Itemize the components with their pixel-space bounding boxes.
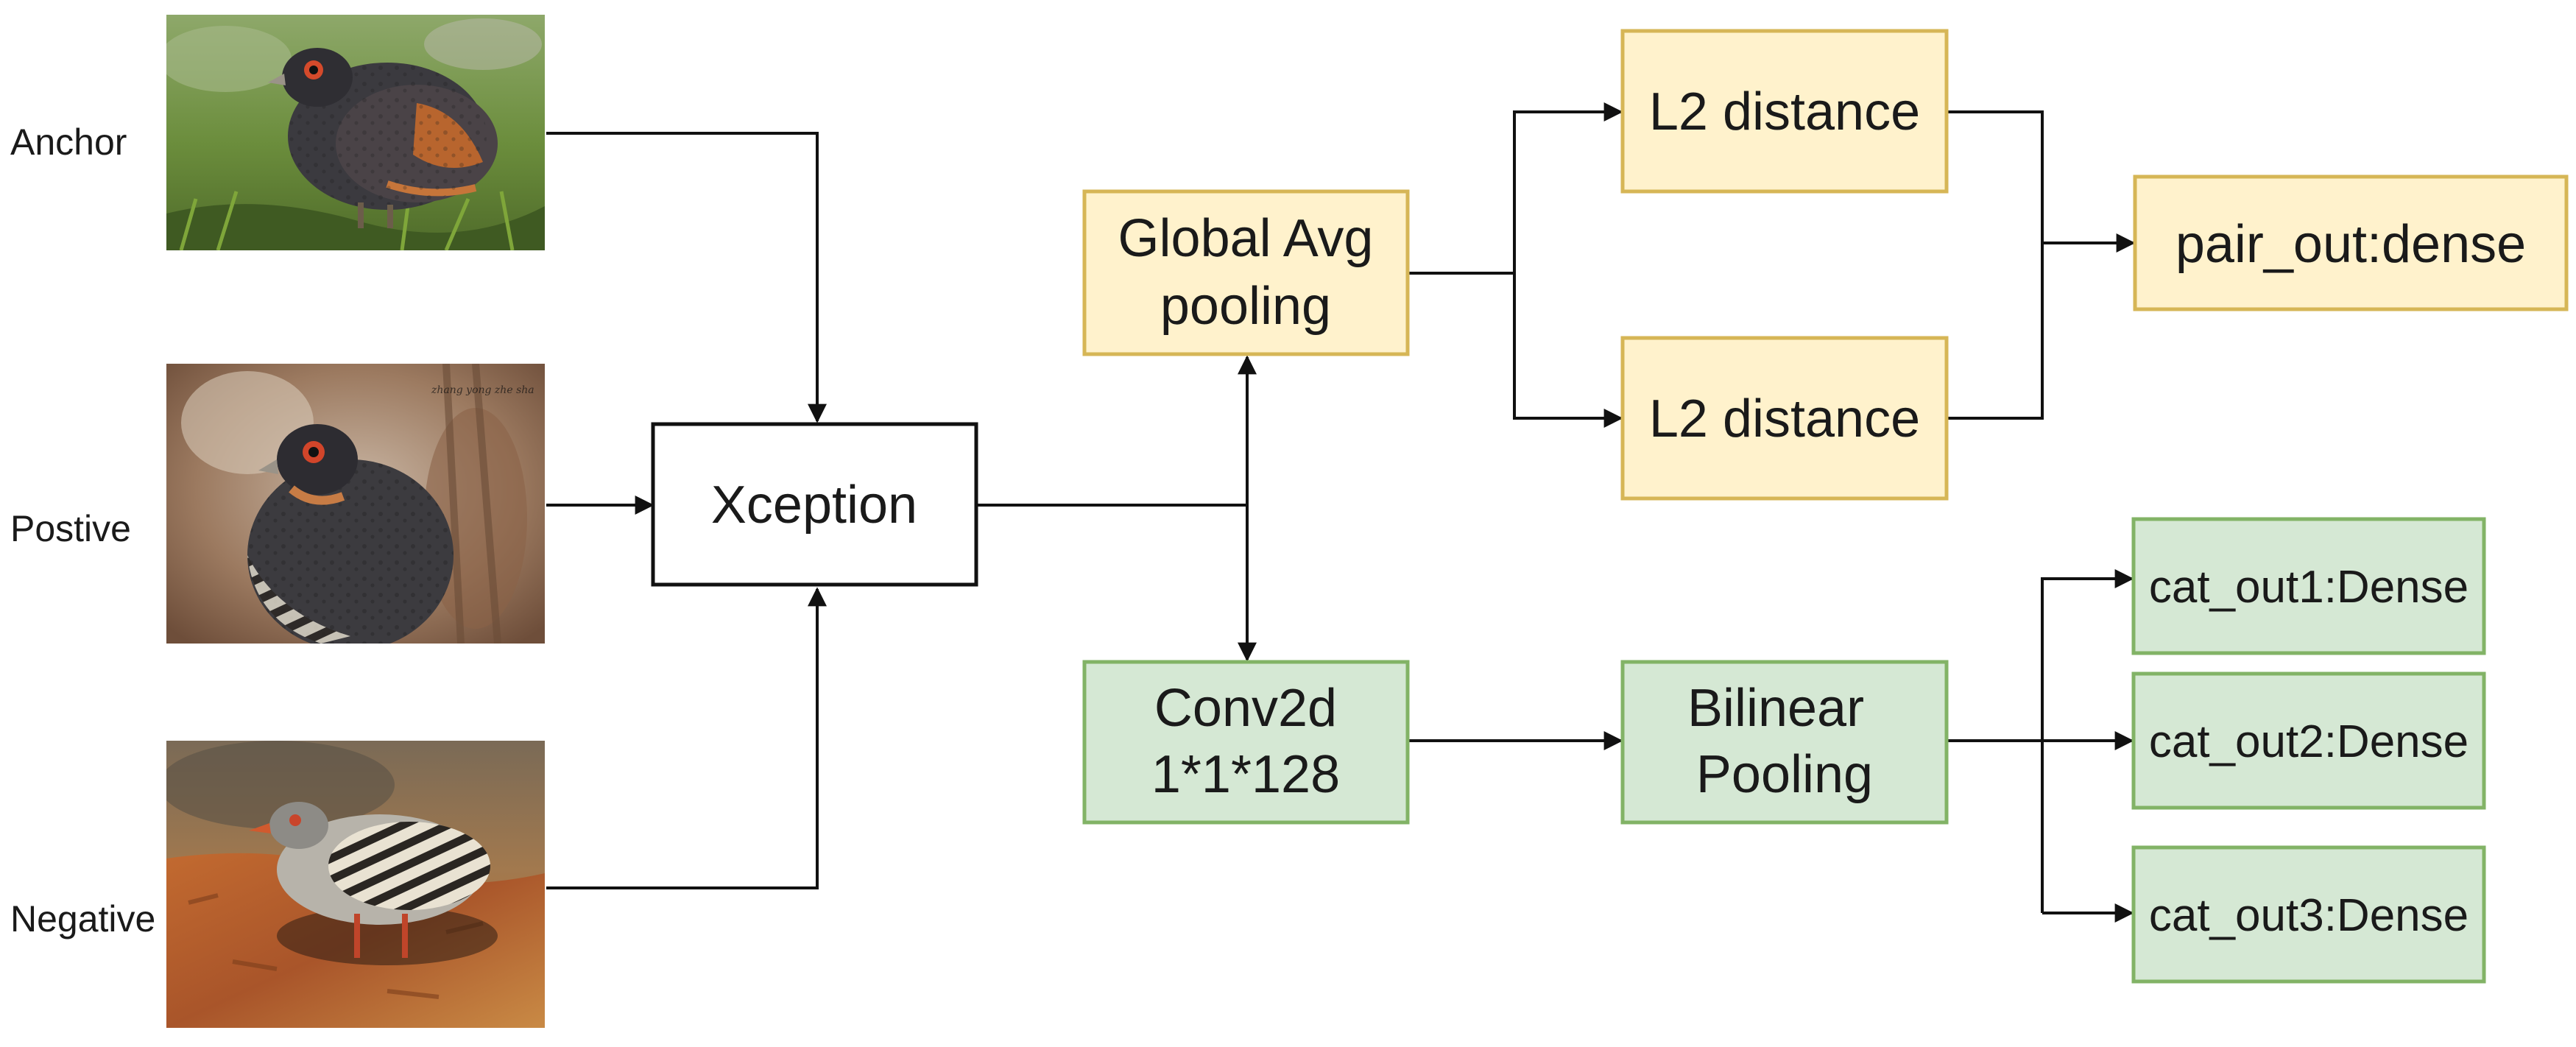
- gap-label-line1: Global Avg: [1118, 209, 1374, 268]
- l2-bottom-label: L2 distance: [1649, 389, 1920, 448]
- cat-out3-node: cat_out3:Dense: [2131, 845, 2486, 984]
- conv-label-line2: 1*1*128: [1151, 745, 1340, 804]
- conv-label-line1: Conv2d: [1154, 679, 1337, 738]
- bilinear-label-line2: Pooling: [1696, 745, 1873, 804]
- edge-gap-l2-top: [1513, 102, 1623, 273]
- conv2d-node: Conv2d 1*1*128: [1082, 660, 1410, 825]
- positive-image: zhang yong zhe sha: [166, 364, 545, 644]
- edges: [546, 102, 2136, 923]
- negative-image: [166, 741, 545, 1028]
- edge-l2-top-merge: [1948, 110, 2044, 420]
- cat-out1-label: cat_out1:Dense: [2149, 562, 2469, 613]
- negative-label: Negative: [10, 898, 155, 940]
- anchor-label: Anchor: [10, 121, 127, 163]
- edge-negative-xception: [546, 587, 827, 889]
- pair-out-node: pair_out:dense: [2133, 174, 2569, 311]
- pair-out-label: pair_out:dense: [2176, 215, 2526, 274]
- global-avg-pooling-node: Global Avg pooling: [1082, 189, 1410, 356]
- edge-anchor-xception: [546, 132, 827, 423]
- gap-label-line2: pooling: [1160, 277, 1331, 336]
- positive-label: Postive: [10, 508, 131, 549]
- xception-label: Xception: [711, 476, 917, 535]
- edge-gap-l2-bottom: [1513, 273, 1623, 428]
- l2-top-label: L2 distance: [1649, 82, 1920, 141]
- bilinear-label-line1: Bilinear: [1687, 679, 1864, 738]
- photo-watermark: zhang yong zhe sha: [431, 384, 534, 396]
- bilinear-pooling-node: Bilinear Pooling: [1620, 660, 1949, 825]
- cat-out1-node: cat_out1:Dense: [2131, 517, 2486, 655]
- l2-distance-top-node: L2 distance: [1620, 29, 1949, 194]
- cat-out2-node: cat_out2:Dense: [2131, 671, 2486, 810]
- cat-out2-label: cat_out2:Dense: [2149, 716, 2469, 767]
- anchor-image: [166, 15, 545, 250]
- edge-bilinear-cat1: [2041, 569, 2134, 913]
- xception-node: Xception: [651, 422, 978, 587]
- cat-out3-label: cat_out3:Dense: [2149, 890, 2469, 941]
- l2-distance-bottom-node: L2 distance: [1620, 336, 1949, 501]
